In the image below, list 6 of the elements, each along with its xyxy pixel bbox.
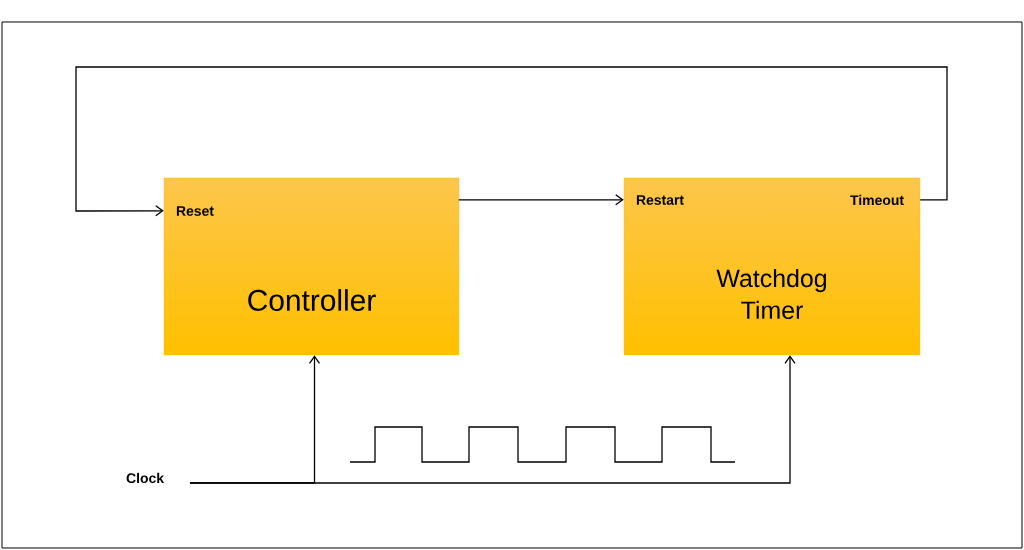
arrow (189, 355, 796, 484)
controller-box: Reset Controller (163, 177, 460, 356)
watchdog-box: Restart Timeout Watchdog Timer (623, 177, 921, 356)
arrow (458, 194, 624, 206)
arrow (75, 66, 948, 217)
signal-label: Clock (126, 472, 165, 484)
